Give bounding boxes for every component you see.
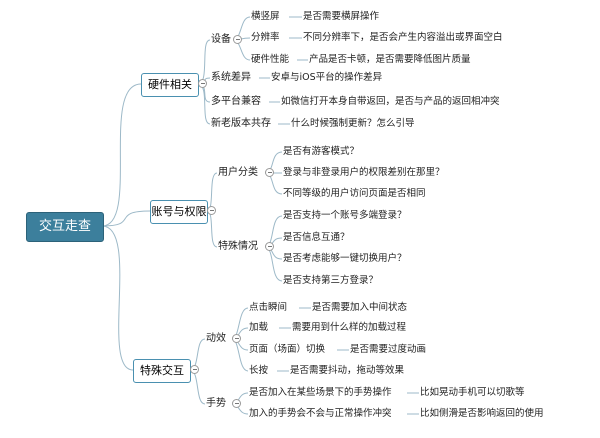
note-system: 安卓与iOS平台的操作差异 [271,72,383,83]
node-gesture-conflict[interactable]: 加入的手势会不会与正常操作冲突 [249,408,392,419]
node-transition[interactable]: 页面（场面）切换 [249,344,326,355]
special-item[interactable]: 是否支持一个账号多端登录？ [283,210,407,221]
note-gesture-scene: 比如晃动手机可以切歌等 [420,387,525,398]
node-platform[interactable]: 多平台兼容 [211,96,261,107]
node-gesture[interactable]: 手势 [206,398,226,409]
collapse-toggle-motion[interactable] [232,334,241,343]
node-tap[interactable]: 点击瞬间 [249,302,288,313]
special-item[interactable]: 是否考虑能够一键切换用户？ [283,253,407,264]
collapse-toggle-account[interactable] [207,206,216,215]
note-tap: 是否需要加入中间状态 [312,302,408,313]
link-root-interaction [101,225,134,371]
node-performance[interactable]: 硬件性能 [251,54,290,65]
note-resolution: 不同分辨率下，是否会产生内容溢出或界面空白 [303,32,503,43]
node-loading[interactable]: 加载 [249,322,269,333]
node-motion[interactable]: 动效 [206,333,226,344]
note-versions: 什么时候强制更新？怎么引导 [291,118,415,129]
note-performance: 产品是否卡顿，是否需要降低图片质量 [309,54,471,65]
node-versions[interactable]: 新老版本共存 [211,118,271,129]
users-item[interactable]: 不同等级的用户访问页面是否相同 [283,188,426,199]
node-longpress[interactable]: 长按 [249,365,269,376]
topic-hardware[interactable]: 硬件相关 [141,73,199,97]
node-users[interactable]: 用户分类 [218,167,258,178]
note-longpress: 是否需要抖动，拖动等效果 [290,365,405,376]
users-item[interactable]: 是否有游客模式？ [283,146,360,157]
collapse-toggle-hardware[interactable] [198,79,207,88]
collapse-toggle-interaction[interactable] [190,365,199,374]
node-special[interactable]: 特殊情况 [218,241,258,252]
node-gesture-scene[interactable]: 是否加入在某些场景下的手势操作 [249,387,392,398]
users-item[interactable]: 登录与非登录用户的权限差别在那里？ [283,167,445,178]
node-device[interactable]: 设备 [211,34,231,45]
link-root-account [101,210,151,227]
note-gesture-conflict: 比如侧滑是否影响返回的使用 [420,408,544,419]
note-platform: 如微信打开本身自带返回，是否与产品的返回相冲突 [281,96,500,107]
root-topic[interactable]: 交互走查 [26,212,104,242]
collapse-toggle-device[interactable] [233,35,242,44]
special-item[interactable]: 是否支持第三方登录？ [283,275,379,286]
node-system[interactable]: 系统差异 [211,72,251,83]
node-resolution[interactable]: 分辨率 [251,32,280,43]
collapse-toggle-users[interactable] [265,168,274,177]
collapse-toggle-gesture[interactable] [232,399,241,408]
topic-interaction[interactable]: 特殊交互 [133,359,191,383]
node-landscape[interactable]: 横竖屏 [251,11,280,22]
collapse-toggle-special[interactable] [265,242,274,251]
special-item[interactable]: 是否信息互通？ [283,232,350,243]
note-loading: 需要用到什么样的加载过程 [292,322,407,333]
topic-account[interactable]: 账号与权限 [150,200,208,224]
link-root-hardware [101,83,142,227]
note-transition: 是否需要过度动画 [350,344,427,355]
note-landscape: 是否需要横屏操作 [303,11,380,22]
